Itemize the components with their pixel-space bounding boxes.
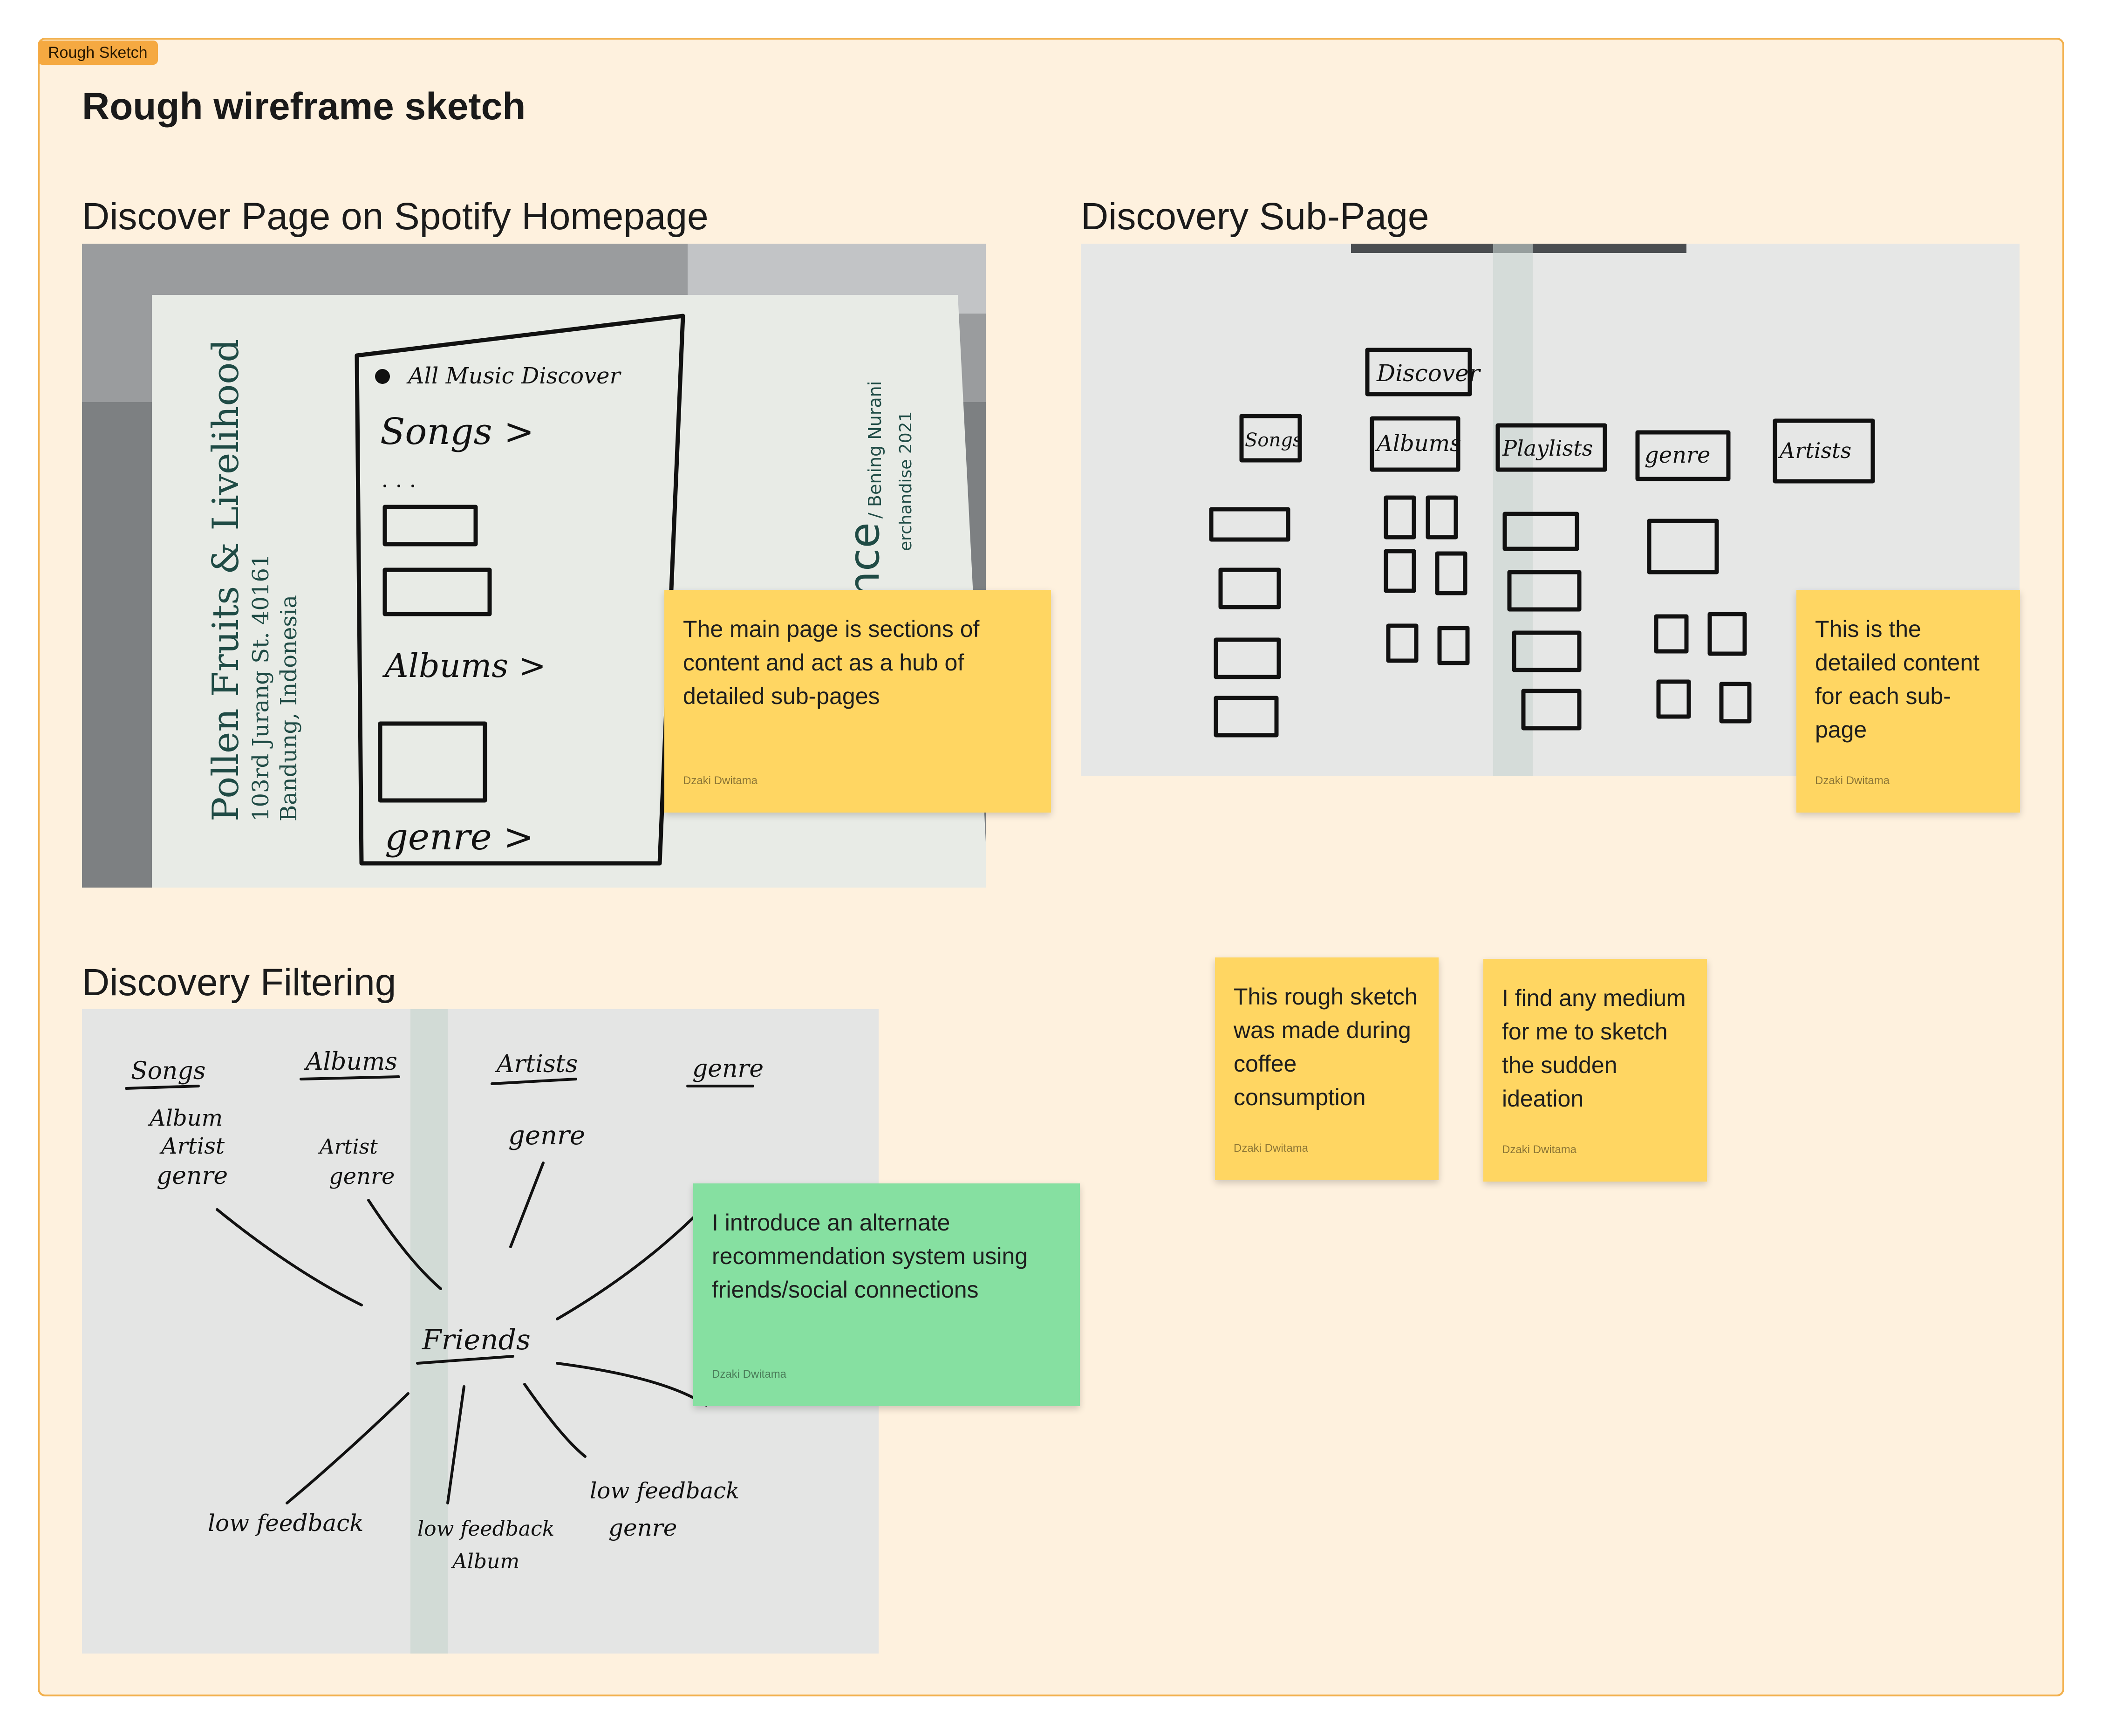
sketch-bottom-low-feedback-2: low feedback bbox=[417, 1517, 554, 1541]
sticky-note-coffee[interactable]: This rough sketch was made during coffee… bbox=[1215, 957, 1439, 1180]
sketch-bottom-low-feedback-1: low feedback bbox=[208, 1510, 364, 1537]
card-side-text2: erchandise 2021 bbox=[896, 411, 915, 551]
sketch-col-songs: Songs bbox=[131, 1057, 205, 1085]
sketch-songs-label: Songs > bbox=[380, 411, 534, 453]
subpage-sketch-drawing: Discover Songs Albums Playlists genre Ar… bbox=[1209, 244, 1875, 776]
heading-homepage: Discover Page on Spotify Homepage bbox=[82, 195, 709, 238]
sketch-sub2-genre: genre bbox=[329, 1163, 395, 1189]
sketch-tab-artists: Artists bbox=[1778, 438, 1851, 463]
sketch-col-albums: Albums bbox=[304, 1048, 397, 1076]
sketch-bottom-genre: genre bbox=[608, 1514, 677, 1541]
sketch-sub-album: Album bbox=[148, 1105, 223, 1131]
sticky-note-text: This is the detailed content for each su… bbox=[1815, 616, 1980, 743]
section-tag[interactable]: Rough Sketch bbox=[38, 41, 158, 65]
sticky-note-text: This rough sketch was made during coffee… bbox=[1234, 984, 1418, 1110]
sketch-tab-songs: Songs bbox=[1245, 430, 1302, 451]
sticky-note-text: The main page is sections of content and… bbox=[683, 616, 980, 709]
sketch-tab-playlists: Playlists bbox=[1502, 436, 1593, 461]
sticky-note-author: Dzaki Dwitama bbox=[1502, 1143, 1577, 1156]
sketch-tab-genre: genre bbox=[1645, 442, 1710, 468]
sketch-col-genre: genre bbox=[692, 1055, 764, 1083]
sketch-bottom-low-feedback-3: low feedback bbox=[590, 1478, 739, 1504]
sticky-note-main-page[interactable]: The main page is sections of content and… bbox=[664, 590, 1051, 813]
sketch-bottom-album: Album bbox=[450, 1550, 519, 1573]
card-address-line2: Bandung, Indonesia bbox=[276, 595, 302, 821]
sketch-center-friends: Friends bbox=[422, 1324, 531, 1356]
sketch-albums-label: Albums > bbox=[382, 647, 546, 685]
sticky-note-text: I find any medium for me to sketch the s… bbox=[1502, 985, 1686, 1112]
sticky-note-author: Dzaki Dwitama bbox=[712, 1368, 787, 1381]
card-side-text3: nce bbox=[840, 522, 889, 598]
sketch-header-text: All Music Discover bbox=[406, 363, 622, 389]
sketch-sub2-artist: Artist bbox=[318, 1135, 378, 1159]
sketch-tab-albums: Albums bbox=[1375, 431, 1461, 457]
filtering-sketch-drawing: Songs Albums Artists genre Album Artist … bbox=[125, 1009, 764, 1654]
sticky-note-medium[interactable]: I find any medium for me to sketch the s… bbox=[1483, 959, 1707, 1182]
sketch-sub3-genre: genre bbox=[508, 1121, 585, 1151]
sketch-discover-label: Discover bbox=[1376, 360, 1481, 387]
sticky-note-subpage[interactable]: This is the detailed content for each su… bbox=[1796, 590, 2020, 813]
board-title: Rough wireframe sketch bbox=[82, 85, 526, 128]
card-title: Pollen Fruits & Livelihood bbox=[205, 339, 247, 821]
sticky-note-author: Dzaki Dwitama bbox=[683, 774, 758, 787]
sticky-note-text: I introduce an alternate recommendation … bbox=[712, 1210, 1028, 1303]
sketch-col-artists: Artists bbox=[495, 1050, 578, 1078]
card-address-line1: 103rd Jurang St. 40161 bbox=[248, 554, 274, 821]
sticky-note-filtering[interactable]: I introduce an alternate recommendation … bbox=[693, 1183, 1080, 1406]
sketch-sub-genre: genre bbox=[157, 1162, 228, 1190]
sticky-note-author: Dzaki Dwitama bbox=[1234, 1142, 1309, 1155]
heading-filtering: Discovery Filtering bbox=[82, 961, 396, 1004]
sketch-sub-artist: Artist bbox=[159, 1133, 225, 1159]
sketch-genre-label: genre > bbox=[385, 816, 534, 858]
photo-filtering-sketch[interactable]: Songs Albums Artists genre Album Artist … bbox=[82, 1009, 879, 1654]
card-side-text1: / Bening Nurani bbox=[865, 381, 885, 519]
heading-subpage: Discovery Sub-Page bbox=[1081, 195, 1429, 238]
sticky-note-author: Dzaki Dwitama bbox=[1815, 774, 1890, 787]
